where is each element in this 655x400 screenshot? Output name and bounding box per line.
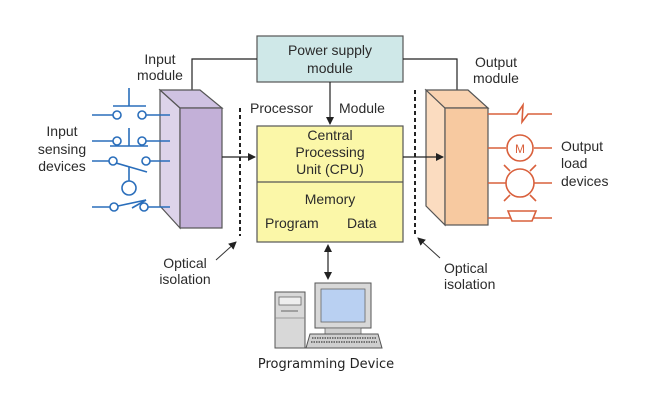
- input-module-label-1: Input: [144, 51, 175, 67]
- power-supply-line1: Power supply: [288, 42, 372, 58]
- power-to-output-arrow: [403, 58, 461, 99]
- cpu-line3: Unit (CPU): [296, 161, 364, 177]
- power-to-input-arrow: [188, 58, 257, 101]
- motor-icon: [488, 134, 552, 162]
- input-devices-label-3: devices: [38, 158, 85, 174]
- output-module-label-2: module: [473, 70, 519, 86]
- input-sensing-devices: [92, 88, 170, 212]
- memory-program: Program: [265, 215, 319, 231]
- solenoid-icon: [488, 102, 552, 125]
- output-devices-label-3: devices: [561, 173, 608, 189]
- optical-right-pointer: [417, 237, 441, 259]
- input-devices-label-1: Input: [46, 123, 77, 139]
- module-label: Module: [339, 100, 385, 116]
- output-devices-label-2: load: [561, 155, 587, 171]
- input-module-label-2: module: [137, 67, 183, 83]
- arrow-up-head: [324, 244, 332, 252]
- input-module-box: [158, 88, 224, 230]
- memory-title: Memory: [305, 191, 356, 207]
- keyboard-icon: [305, 333, 383, 349]
- optical-left-pointer: [215, 241, 237, 261]
- motor-symbol: M: [515, 142, 525, 156]
- tower-icon: [274, 291, 306, 349]
- horn-icon: [488, 210, 552, 222]
- optical-right-label-1: Optical: [444, 260, 488, 276]
- arrow-down-head: [324, 272, 332, 280]
- processor-label: Processor: [250, 100, 313, 116]
- optical-left-label-2: isolation: [159, 271, 210, 287]
- cpu-line1: Central: [307, 127, 352, 143]
- output-load-devices: M: [488, 102, 552, 222]
- output-module-box: [424, 88, 490, 227]
- monitor-icon: [314, 282, 372, 335]
- optical-left-label-1: Optical: [163, 255, 207, 271]
- power-supply-line2: module: [307, 60, 353, 76]
- lamp-icon: [488, 164, 552, 202]
- pushbutton-no-icon: [92, 88, 170, 120]
- cpu-line2: Processing: [295, 144, 364, 160]
- output-module-label-1: Output: [475, 54, 517, 70]
- computer-icon: [274, 282, 383, 349]
- optical-right-label-2: isolation: [444, 276, 495, 292]
- power-supply-module: Power supply module: [256, 35, 404, 83]
- processor-module-box: Central Processing Unit (CPU) Memory Pro…: [256, 125, 404, 243]
- float-switch-icon: [92, 156, 170, 196]
- input-devices-label-2: sensing: [38, 141, 86, 157]
- memory-data: Data: [347, 215, 377, 231]
- power-connection-lines: [188, 58, 461, 125]
- output-devices-label-1: Output: [561, 138, 603, 154]
- limit-switch-icon: [92, 199, 170, 212]
- programming-device-label: Programming Device: [258, 357, 394, 372]
- pushbutton-nc-icon: [92, 128, 170, 147]
